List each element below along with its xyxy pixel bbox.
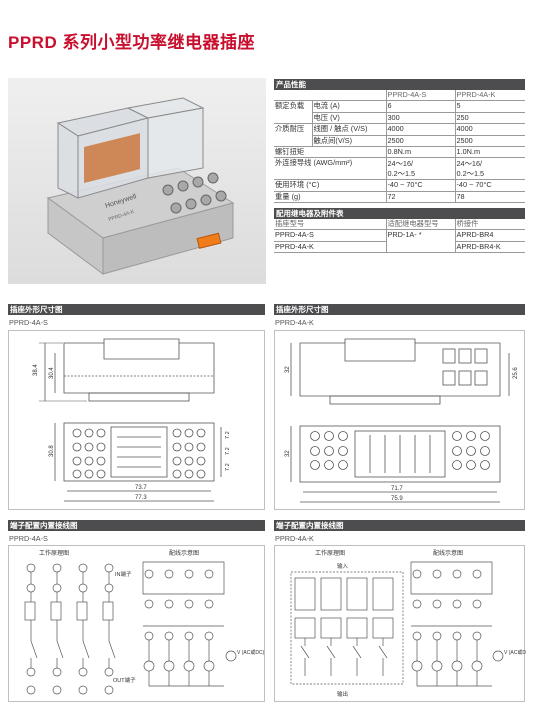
weight-s: 72 <box>385 191 455 204</box>
dim-k-75: 75.9 <box>391 496 403 502</box>
wire-s: 24～16/0.2～1.5 <box>385 157 455 181</box>
dims-s-model: PPRD-4A-S <box>9 318 48 327</box>
product-photo: Honeywell PPRD-4A-K <box>8 78 266 284</box>
between-contacts-label: 触点间(V/S) <box>311 135 386 148</box>
dims-k-model: PPRD-4A-K <box>275 318 314 327</box>
wiring-s-right-title: 配线示意图 <box>169 549 199 557</box>
coil-contact-label: 线圈 / 触点 (V/S) <box>311 123 386 136</box>
temp-s: -40 ~ 70°C <box>385 179 455 192</box>
wiring-k-ac: V (AC或DC) <box>504 649 526 656</box>
temp-k: -40 ~ 70°C <box>454 179 525 192</box>
spec-block: 产品性能 PPRD-4A-S PPRD-4A-K 额定负载 电流 (A) 6 5… <box>274 79 525 254</box>
between-contacts-k: 2500 <box>454 135 525 148</box>
wiring-k-left-title: 工作原理图 <box>315 549 345 557</box>
current-k: 5 <box>454 100 525 113</box>
dim-s-30-8: 30.8 <box>49 445 55 457</box>
dims-k-header: 插座外形尺寸图 <box>274 304 525 315</box>
dims-s-header: 插座外形尺寸图 <box>8 304 265 315</box>
wiring-k-header: 端子配置内置接线图 <box>274 520 525 531</box>
rated-load-label: 额定负载 <box>274 100 312 125</box>
wiring-s-header: 端子配置内置接线图 <box>8 520 265 531</box>
dim-k-71: 71.7 <box>391 486 403 492</box>
current-label: 电流 (A) <box>311 100 386 113</box>
coil-contact-k: 4000 <box>454 123 525 136</box>
dim-s-7c: 7.2 <box>225 463 231 471</box>
dim-s-30: 30.4 <box>49 367 55 379</box>
dim-s-73: 73.7 <box>135 485 147 491</box>
wiring-k-right-title: 配线示意图 <box>433 549 463 557</box>
temp-label: 使用环境 (°C) <box>274 179 386 192</box>
wiring-k-input: 输入 <box>337 562 349 570</box>
acc-row1-relay: PRD-1A- * <box>385 229 455 254</box>
wiring-s-left-title: 工作原理图 <box>39 549 69 557</box>
dim-s-7a: 7.2 <box>225 431 231 439</box>
performance-header: 产品性能 <box>274 79 525 90</box>
torque-label: 螺钉扭矩 <box>274 146 386 159</box>
accessories-table: 插座型号 适配继电器型号 桥接件 PPRD-4A-S PRD-1A- * APR… <box>274 219 525 254</box>
voltage-s: 300 <box>385 112 455 125</box>
voltage-label: 电压 (V) <box>311 112 386 125</box>
wire-label: 外连接导线 (AWG/mm²) <box>274 157 386 181</box>
wiring-s-in-label: IN端子 <box>115 570 132 578</box>
wiring-s-model: PPRD-4A-S <box>9 534 48 543</box>
wiring-k-model: PPRD-4A-K <box>275 534 314 543</box>
acc-row1-bridge: APRD-BR4 <box>454 229 525 242</box>
weight-k: 78 <box>454 191 525 204</box>
wire-k: 24～16/0.2～1.5 <box>454 157 525 181</box>
dim-s-7b: 7.2 <box>225 447 231 455</box>
dim-k-32b: 32 <box>285 450 291 457</box>
acc-row2-socket: PPRD-4A-K <box>274 241 386 254</box>
acc-row1-socket: PPRD-4A-S <box>274 229 386 242</box>
dim-s-38: 38.4 <box>33 364 39 376</box>
torque-s: 0.8N.m <box>385 146 455 159</box>
dim-s-77: 77.3 <box>135 495 147 501</box>
page-title: PPRD 系列小型功率继电器插座 <box>8 33 255 52</box>
weight-label: 重量 (g) <box>274 191 386 204</box>
dims-k-drawing: 32 25.6 32 71.7 75.9 <box>274 330 525 510</box>
voltage-k: 250 <box>454 112 525 125</box>
accessories-header: 配用继电器及附件表 <box>274 208 525 220</box>
wiring-s-out-label: OUT端子 <box>113 676 136 684</box>
performance-table: PPRD-4A-S PPRD-4A-K 额定负载 电流 (A) 6 5 电压 (… <box>274 90 525 204</box>
between-contacts-s: 2500 <box>385 135 455 148</box>
dim-k-32a: 32 <box>285 366 291 373</box>
current-s: 6 <box>385 100 455 113</box>
dim-k-25: 25.6 <box>513 367 519 379</box>
coil-contact-s: 4000 <box>385 123 455 136</box>
col-header-k: PPRD-4A-K <box>454 90 525 102</box>
torque-k: 1.0N.m <box>454 146 525 159</box>
wiring-s-ac: V (AC或DC) <box>237 649 265 656</box>
wiring-k-output: 输出 <box>337 690 348 698</box>
acc-col-relay: 适配继电器型号 <box>385 219 455 231</box>
wiring-s-diagram: 工作原理图 配线示意图 IN端子 OUT端子 V (AC或DC) <box>8 545 265 702</box>
col-header-s: PPRD-4A-S <box>385 90 455 102</box>
dims-s-drawing: 38.4 30.4 30.8 7.2 7.2 7.2 73.7 77.3 <box>8 330 265 510</box>
acc-col-socket: 插座型号 <box>274 219 386 231</box>
wiring-k-diagram: 工作原理图 配线示意图 输入 输出 V (AC或DC) <box>274 545 532 702</box>
acc-col-bridge: 桥接件 <box>454 219 525 231</box>
acc-row2-bridge: APRD-BR4-K <box>454 241 525 254</box>
dielectric-label: 介质耐压 <box>274 123 312 148</box>
